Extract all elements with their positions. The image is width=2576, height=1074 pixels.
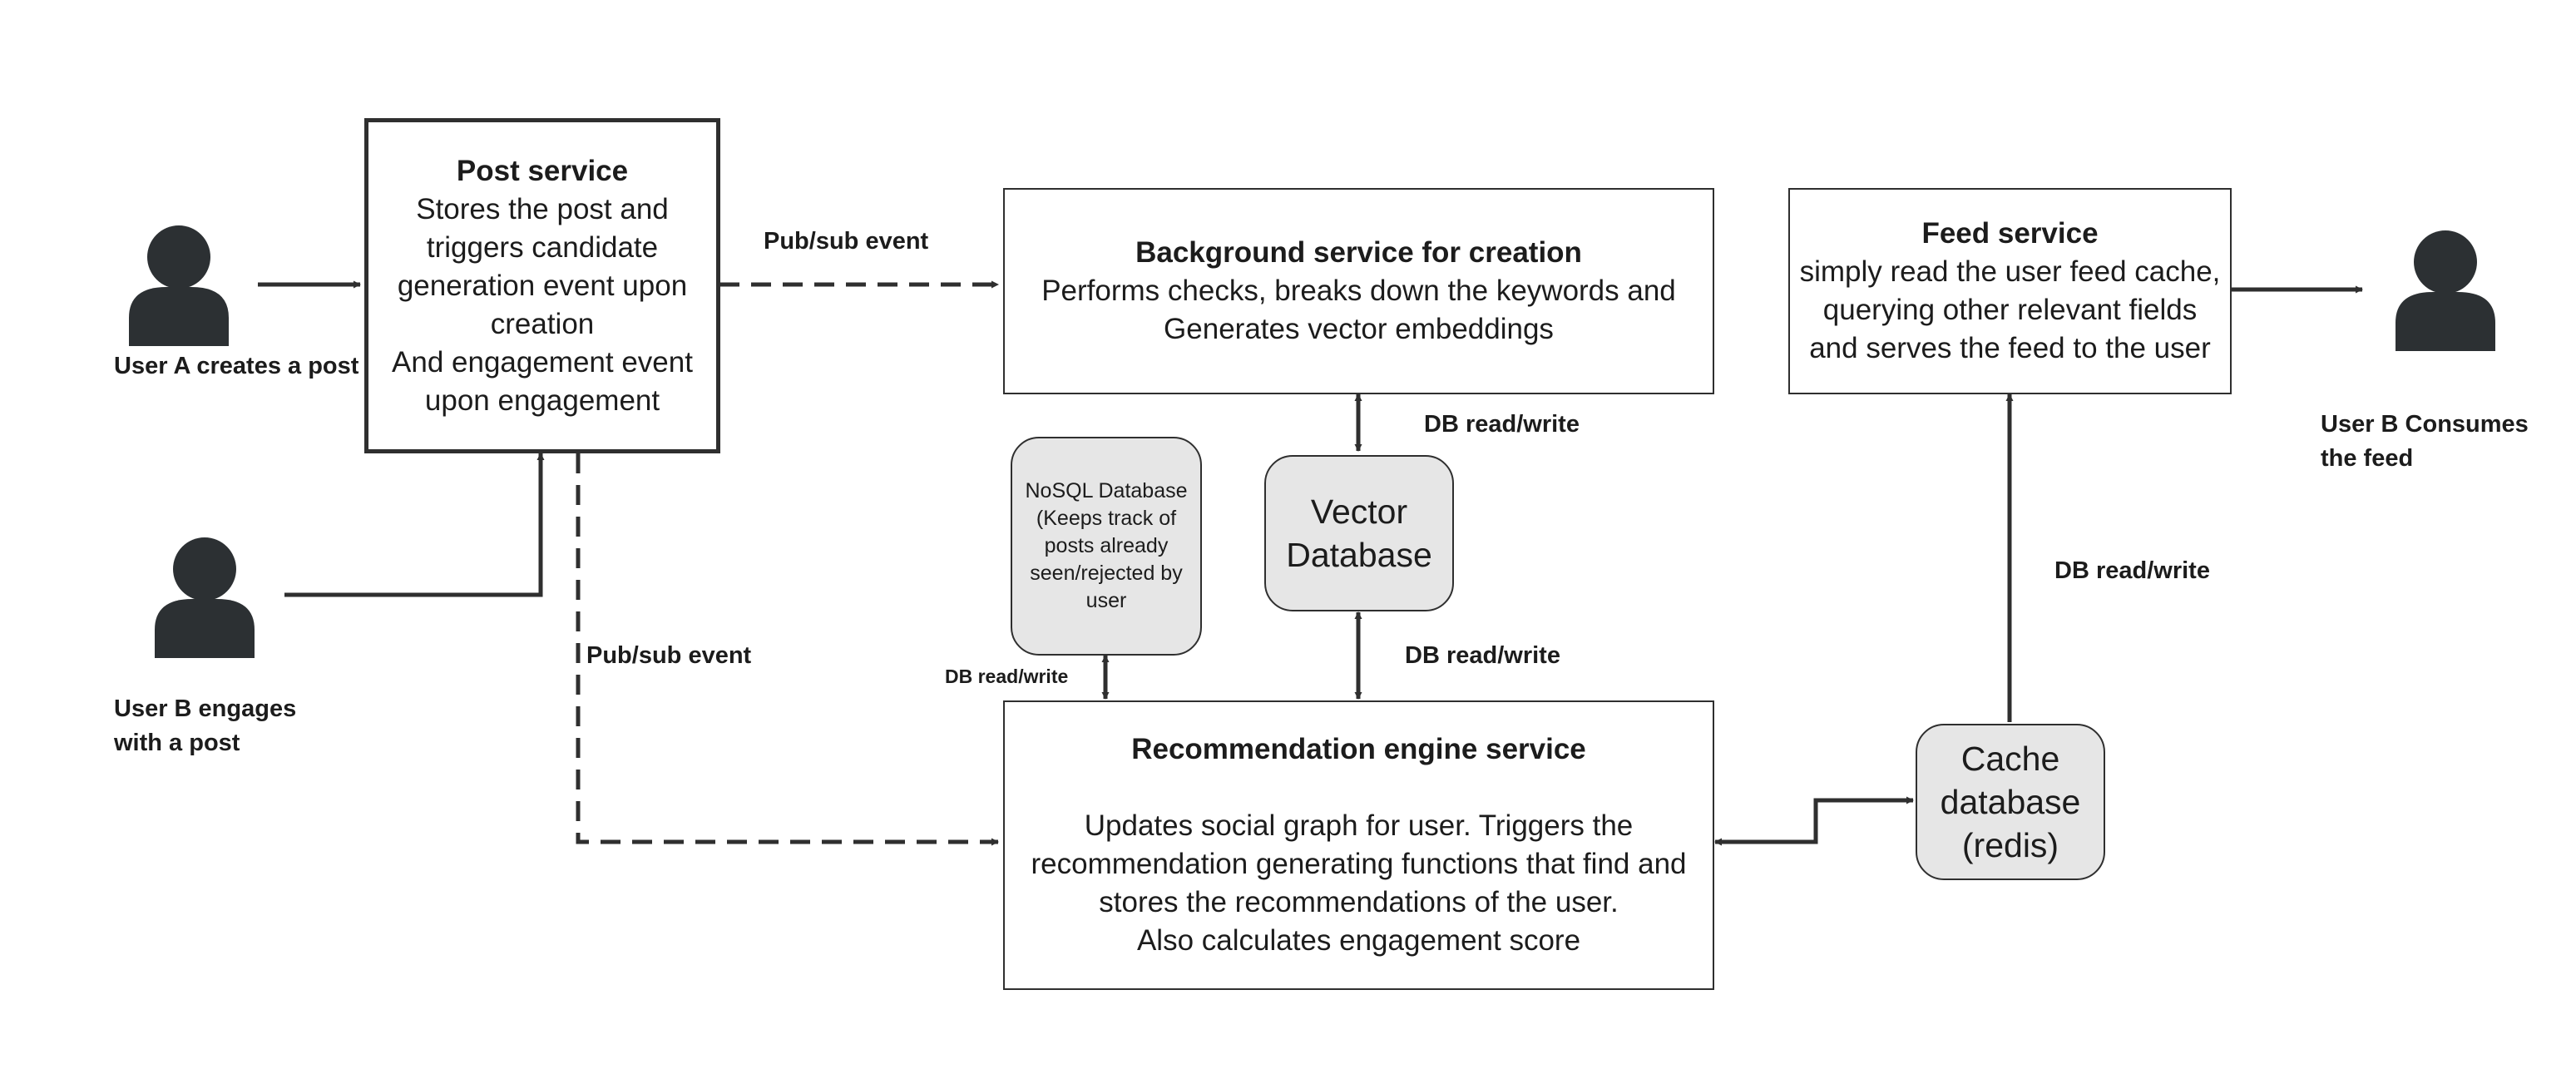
edge-recommendation-cache (1714, 796, 1914, 846)
post-service-line: generation event upon (397, 269, 688, 302)
edge-post-to-recommendation-pubsub (576, 453, 999, 846)
cache-database-line: (redis) (1961, 826, 2059, 864)
recommendation-engine-title: Recommendation engine service (1131, 733, 1586, 765)
cache-database-node: Cache database (redis) (1916, 724, 2105, 880)
feed-service-node: Feed service simply read the user feed c… (1788, 188, 2232, 394)
background-service-node: Background service for creation Performs… (1003, 188, 1714, 394)
user-b-engage-person-icon (155, 537, 255, 658)
recommendation-engine-line: Also calculates engagement score (1136, 924, 1581, 957)
edge-label-pubsub-top: Pub/sub event (764, 228, 929, 255)
nosql-database-node: NoSQL Database (Keeps track of posts alr… (1011, 437, 1202, 656)
user-b-engage-label: User B engages with a post (114, 695, 297, 756)
post-service-line: creation (490, 307, 595, 340)
vector-database-line: Vector (1310, 492, 1408, 531)
edge-user-b-to-post-service (284, 453, 545, 597)
recommendation-engine-line: recommendation generating functions that… (1031, 848, 1687, 880)
recommendation-engine-node: Recommendation engine service Updates so… (1003, 700, 1714, 990)
background-service-line: Performs checks, breaks down the keyword… (1041, 275, 1676, 307)
nosql-database-line: NoSQL Database (1025, 479, 1188, 502)
edge-label-db-rw-cache: DB read/write (2054, 557, 2210, 584)
user-a-person-icon (129, 225, 229, 346)
edge-label-db-rw-vector-bottom: DB read/write (1405, 642, 1560, 669)
nosql-database-line: posts already (1044, 534, 1169, 557)
user-b-consume-person-icon (2396, 230, 2495, 351)
feed-service-line: simply read the user feed cache, (1799, 255, 2221, 288)
user-a-label: User A creates a post (114, 353, 359, 379)
post-service-line: And engagement event (392, 345, 693, 379)
post-service-line: upon engagement (424, 384, 660, 417)
vector-database-node: Vector Database (1264, 455, 1454, 611)
post-service-node: Post service Stores the post and trigger… (364, 118, 720, 453)
user-b-consume-label: User B Consumes the feed (2321, 411, 2529, 472)
post-service-line: triggers candidate (426, 230, 659, 264)
recommendation-engine-line: Updates social graph for user. Triggers … (1084, 809, 1634, 842)
post-service-line: Stores the post and (416, 192, 669, 225)
background-service-line: Generates vector embeddings (1164, 313, 1554, 345)
edge-label-db-rw-vector-top: DB read/write (1424, 411, 1580, 438)
feed-service-line: and serves the feed to the user (1809, 332, 2211, 364)
nosql-database-line: seen/rejected by (1030, 562, 1183, 585)
nosql-database-line: (Keeps track of (1036, 507, 1177, 530)
recommendation-engine-line: stores the recommendations of the user. (1099, 886, 1619, 918)
feed-service-title: Feed service (1921, 217, 2099, 250)
vector-database-line: Database (1286, 536, 1432, 574)
cache-database-line: Cache (1960, 740, 2060, 778)
nosql-database-line: user (1085, 589, 1127, 612)
edge-label-pubsub-left: Pub/sub event (586, 642, 752, 669)
feed-service-line: querying other relevant fields (1822, 294, 2198, 326)
edge-label-db-rw-nosql: DB read/write (945, 666, 1069, 687)
background-service-title: Background service for creation (1135, 236, 1582, 269)
post-service-title: Post service (456, 154, 629, 187)
cache-database-line: database (1940, 783, 2081, 821)
